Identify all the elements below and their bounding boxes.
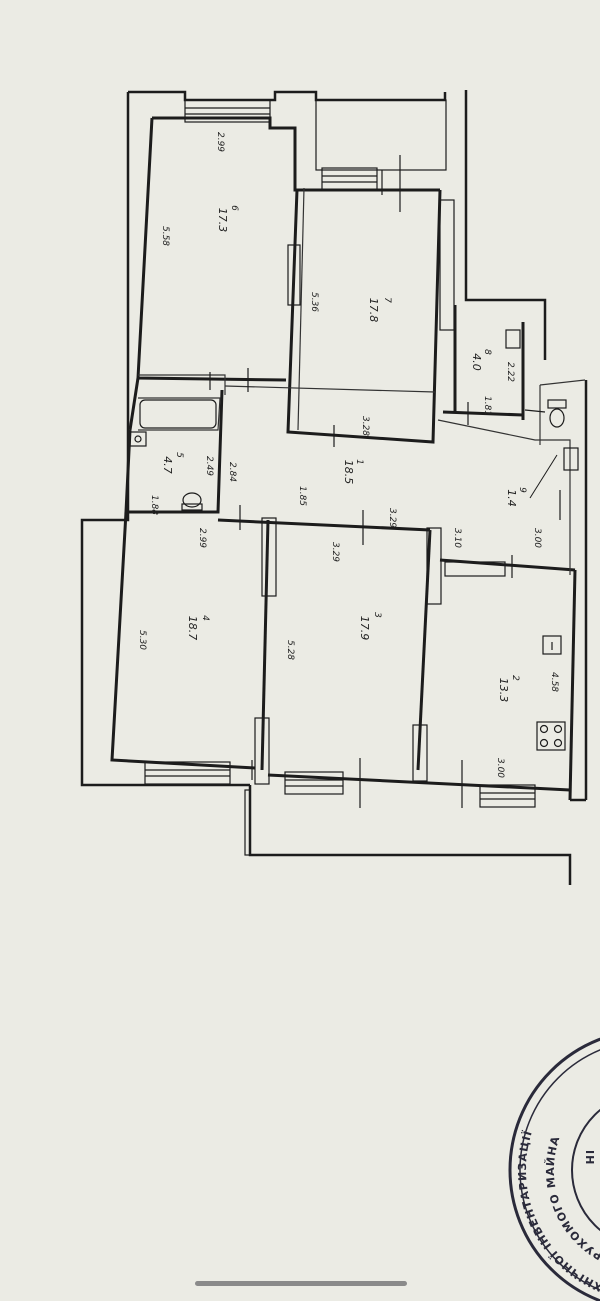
dim-3-29-a: 3.29 xyxy=(387,508,397,528)
room-2-number: 2 xyxy=(510,675,520,681)
dim-3-10: 3.10 xyxy=(452,528,462,548)
room-3-number: 3 xyxy=(372,612,382,618)
seal-text-center: ІН xyxy=(583,1150,596,1165)
dim-2-84: 2.84 xyxy=(227,462,237,482)
room-7-number: 7 xyxy=(382,297,392,303)
room-1-number: 1 xyxy=(354,459,364,465)
dim-5-28: 5.28 xyxy=(285,640,295,660)
dim-3-29-b: 3.29 xyxy=(330,542,340,562)
dim-4-58: 4.58 xyxy=(549,672,559,692)
room-9-number: 9 xyxy=(517,487,527,493)
thin-lines xyxy=(138,187,586,575)
dim-3-00-a: 3.00 xyxy=(532,528,542,548)
room-5-area: 4.7 xyxy=(161,456,174,474)
stove xyxy=(536,721,566,751)
room-7-area: 17.8 xyxy=(367,298,380,323)
dim-1-85: 1.85 xyxy=(297,486,307,506)
windows xyxy=(144,99,536,856)
dim-3-00-b: 3.00 xyxy=(495,758,505,778)
room-6-number: 6 xyxy=(229,205,239,211)
dim-2-99-b: 2.99 xyxy=(197,528,207,548)
room-8-area: 4.0 xyxy=(470,353,483,371)
room-labels: 6 17.3 7 17.8 8 4.0 1 18.5 5 4.7 9 1.4 4… xyxy=(161,205,527,702)
dim-1-81: 1.81 xyxy=(482,396,492,416)
room-4-area: 18.7 xyxy=(186,616,199,641)
room-9-arrow xyxy=(529,454,558,499)
dim-2-22: 2.22 xyxy=(505,362,515,382)
door-marks xyxy=(209,155,561,808)
toilet xyxy=(181,399,567,511)
dim-2-49: 2.49 xyxy=(204,456,214,476)
inventory-seal: ТЕХНІЧНОЇ ІНВЕНТАРИЗАЦІЇ НЕРУХОМОГО МАЙН… xyxy=(508,1037,600,1301)
room-3-area: 17.9 xyxy=(358,616,371,641)
dim-1-88: 1.88 xyxy=(149,495,159,515)
room-9-area: 1.4 xyxy=(505,489,518,507)
room-1-area: 18.5 xyxy=(342,460,355,485)
room-4-number: 4 xyxy=(200,615,210,621)
room-2-area: 13.3 xyxy=(497,678,510,703)
room-6-area: 17.3 xyxy=(216,208,229,233)
room-5-number: 5 xyxy=(174,452,184,458)
room-8-number: 8 xyxy=(482,349,492,355)
dimension-labels: 2.99 5.58 5.36 2.22 1.81 3.28 2.49 2.84 … xyxy=(137,132,559,778)
outer-walls xyxy=(80,90,588,885)
sink xyxy=(129,329,579,655)
home-indicator[interactable] xyxy=(195,1281,407,1286)
dim-5-58: 5.58 xyxy=(160,226,170,246)
dim-2-99-top: 2.99 xyxy=(215,132,225,152)
dim-3-28: 3.28 xyxy=(360,416,370,436)
dim-5-30: 5.30 xyxy=(137,630,147,650)
bathtub xyxy=(139,399,217,429)
dim-5-36: 5.36 xyxy=(309,292,319,312)
